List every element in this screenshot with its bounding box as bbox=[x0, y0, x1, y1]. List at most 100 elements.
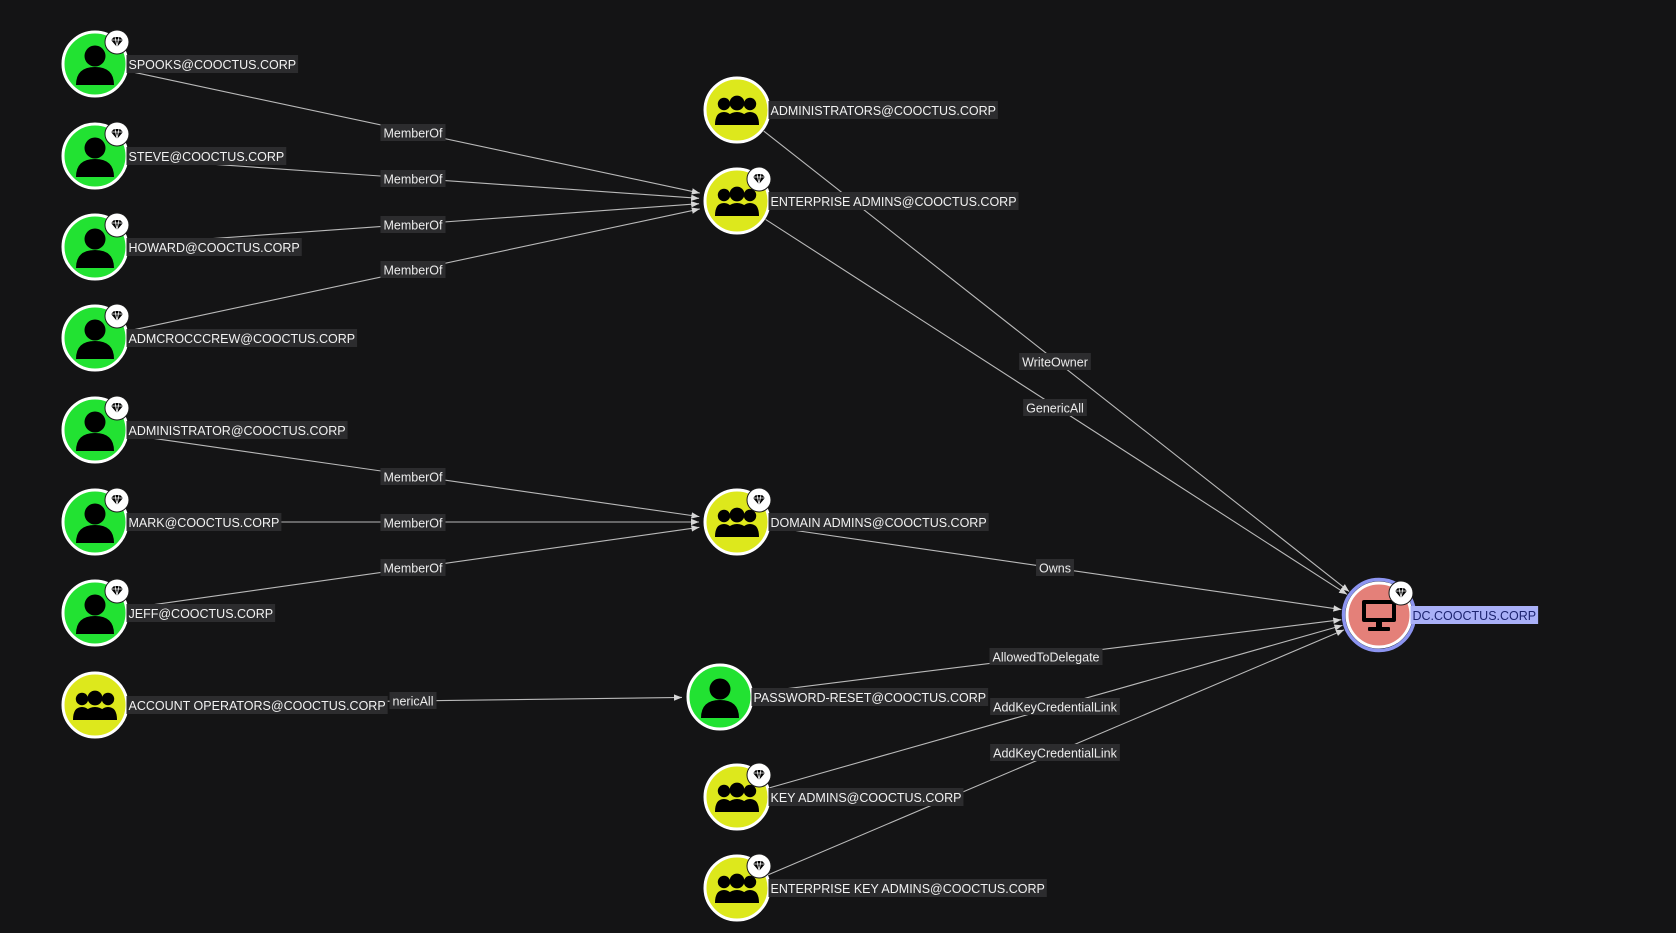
edge-label-text: MemberOf bbox=[383, 471, 443, 485]
node-key-admins-cooctus-corp[interactable]: KEY ADMINS@COOCTUS.CORP bbox=[703, 762, 964, 831]
node-steve-cooctus-corp[interactable]: STEVE@COOCTUS.CORP bbox=[61, 121, 287, 190]
user-icon bbox=[76, 45, 114, 85]
user-icon bbox=[76, 228, 114, 268]
node-label-background bbox=[126, 696, 388, 714]
edge-label-howard-to-enterpriseadmins[interactable]: MemberOf bbox=[380, 216, 446, 233]
edge-label-administrators-to-dc[interactable]: WriteOwner bbox=[1019, 353, 1091, 370]
edge-label-background bbox=[380, 468, 446, 485]
node-label-background bbox=[768, 513, 989, 531]
gem-icon bbox=[746, 487, 772, 513]
edge-label-steve-to-enterpriseadmins[interactable]: MemberOf bbox=[380, 170, 446, 187]
edge-label-enterprisekeyadmins-to-dc[interactable]: AddKeyCredentialLink bbox=[990, 744, 1120, 761]
edge-label-administrator-to-domainadmins[interactable]: MemberOf bbox=[380, 468, 446, 485]
edge-label-background bbox=[380, 514, 446, 531]
node-password-reset-cooctus-corp[interactable]: PASSWORD-RESET@COOCTUS.CORP bbox=[686, 663, 989, 731]
node-label-background bbox=[126, 513, 282, 531]
gem-icon bbox=[746, 166, 772, 192]
edge-label-background bbox=[1036, 559, 1074, 576]
edge-label-admcrocc-to-enterpriseadmins[interactable]: MemberOf bbox=[380, 261, 446, 278]
user-icon bbox=[76, 319, 114, 359]
node-jeff-cooctus-corp[interactable]: JEFF@COOCTUS.CORP bbox=[61, 578, 276, 647]
edge-label-text: AddKeyCredentialLink bbox=[993, 701, 1117, 715]
node-label: SPOOKS@COOCTUS.CORP bbox=[129, 58, 297, 72]
gem-icon bbox=[746, 762, 772, 788]
node-label-background bbox=[768, 101, 998, 119]
edge-label-text: AddKeyCredentialLink bbox=[993, 747, 1117, 761]
node-label: PASSWORD-RESET@COOCTUS.CORP bbox=[754, 691, 987, 705]
node-label-background bbox=[768, 879, 1047, 897]
node-label: HOWARD@COOCTUS.CORP bbox=[129, 241, 300, 255]
gem-icon bbox=[104, 29, 130, 55]
node-label: DOMAIN ADMINS@COOCTUS.CORP bbox=[771, 516, 987, 530]
edge-label-background bbox=[1023, 399, 1087, 416]
edge-label-background bbox=[380, 559, 446, 576]
edge-label-background bbox=[990, 744, 1120, 761]
node-label: ADMCROCCCREW@COOCTUS.CORP bbox=[129, 332, 356, 346]
node-mark-cooctus-corp[interactable]: MARK@COOCTUS.CORP bbox=[61, 487, 282, 556]
node-label-background bbox=[768, 192, 1019, 210]
user-icon bbox=[76, 137, 114, 177]
edge-label-text: AllowedToDelegate bbox=[992, 651, 1099, 665]
edge-label-spooks-to-enterpriseadmins[interactable]: MemberOf bbox=[380, 124, 446, 141]
group-icon bbox=[715, 873, 759, 903]
node-label: DC.COOCTUS.CORP bbox=[1413, 609, 1537, 623]
edge-label-text: nericAll bbox=[393, 695, 434, 709]
edge-label-text: MemberOf bbox=[383, 127, 443, 141]
edge-label-jeff-to-domainadmins[interactable]: MemberOf bbox=[380, 559, 446, 576]
node-label: KEY ADMINS@COOCTUS.CORP bbox=[771, 791, 962, 805]
node-label: JEFF@COOCTUS.CORP bbox=[129, 607, 274, 621]
node-label-background bbox=[126, 329, 358, 347]
node-howard-cooctus-corp[interactable]: HOWARD@COOCTUS.CORP bbox=[61, 212, 302, 281]
node-label: ADMINISTRATOR@COOCTUS.CORP bbox=[129, 424, 346, 438]
node-dc-cooctus-corp[interactable]: DC.COOCTUS.CORP bbox=[1341, 577, 1539, 653]
edge-label-background bbox=[1019, 353, 1091, 370]
node-administrator-cooctus-corp[interactable]: ADMINISTRATOR@COOCTUS.CORP bbox=[61, 395, 348, 464]
edge-label-passwordreset-to-dc[interactable]: AllowedToDelegate bbox=[989, 648, 1103, 665]
node-enterprise-key-admins-cooctus-corp[interactable]: ENTERPRISE KEY ADMINS@COOCTUS.CORP bbox=[703, 853, 1047, 922]
user-icon bbox=[76, 594, 114, 634]
group-icon bbox=[715, 507, 759, 537]
node-label-background bbox=[768, 788, 964, 806]
user-icon bbox=[76, 503, 114, 543]
edge-label-background bbox=[380, 124, 446, 141]
edge-label-text: GenericAll bbox=[1026, 402, 1084, 416]
group-icon bbox=[715, 95, 759, 125]
edge-label-keyadmins-to-dc[interactable]: AddKeyCredentialLink bbox=[990, 698, 1120, 715]
node-administrators-cooctus-corp[interactable]: ADMINISTRATORS@COOCTUS.CORP bbox=[703, 76, 998, 144]
gem-icon bbox=[746, 853, 772, 879]
node-account-operators-cooctus-corp[interactable]: ACCOUNT OPERATORS@COOCTUS.CORP bbox=[61, 671, 388, 739]
edge-label-mark-to-domainadmins[interactable]: MemberOf bbox=[380, 514, 446, 531]
edge-label-text: Owns bbox=[1039, 562, 1071, 576]
edge-label-text: MemberOf bbox=[383, 219, 443, 233]
user-icon bbox=[76, 411, 114, 451]
node-label: STEVE@COOCTUS.CORP bbox=[129, 150, 285, 164]
edge-labels-layer: MemberOfMemberOfMemberOfMemberOfMemberOf… bbox=[380, 124, 1120, 761]
node-label: ENTERPRISE ADMINS@COOCTUS.CORP bbox=[771, 195, 1017, 209]
node-label-background bbox=[751, 688, 989, 706]
edge-label-domainadmins-to-dc[interactable]: Owns bbox=[1036, 559, 1074, 576]
edge-label-text: MemberOf bbox=[383, 562, 443, 576]
gem-icon bbox=[104, 395, 130, 421]
edge-label-background bbox=[380, 216, 446, 233]
node-label-background bbox=[126, 421, 348, 439]
nodes-layer: SPOOKS@COOCTUS.CORP STEVE@COOCTUS.CORP HOW… bbox=[61, 29, 1539, 922]
edge-label-background bbox=[989, 648, 1103, 665]
node-label-background bbox=[1410, 606, 1539, 624]
computer-icon bbox=[1362, 600, 1396, 631]
node-label: ADMINISTRATORS@COOCTUS.CORP bbox=[771, 104, 996, 118]
node-admcrocccrew-cooctus-corp[interactable]: ADMCROCCCREW@COOCTUS.CORP bbox=[61, 303, 358, 372]
edge-label-enterpriseadmins-to-dc[interactable]: GenericAll bbox=[1023, 399, 1087, 416]
edge-label-background bbox=[990, 698, 1120, 715]
node-domain-admins-cooctus-corp[interactable]: DOMAIN ADMINS@COOCTUS.CORP bbox=[703, 487, 989, 556]
node-label-background bbox=[126, 147, 287, 165]
edge-label-accountops-to-passwordreset[interactable]: nericAll bbox=[389, 692, 437, 709]
node-label: ENTERPRISE KEY ADMINS@COOCTUS.CORP bbox=[771, 882, 1045, 896]
group-icon bbox=[73, 690, 117, 720]
node-spooks-cooctus-corp[interactable]: SPOOKS@COOCTUS.CORP bbox=[61, 29, 299, 98]
gem-icon bbox=[1388, 580, 1414, 606]
gem-icon bbox=[104, 303, 130, 329]
node-enterprise-admins-cooctus-corp[interactable]: ENTERPRISE ADMINS@COOCTUS.CORP bbox=[703, 166, 1019, 235]
gem-icon bbox=[104, 212, 130, 238]
node-label: MARK@COOCTUS.CORP bbox=[129, 516, 280, 530]
